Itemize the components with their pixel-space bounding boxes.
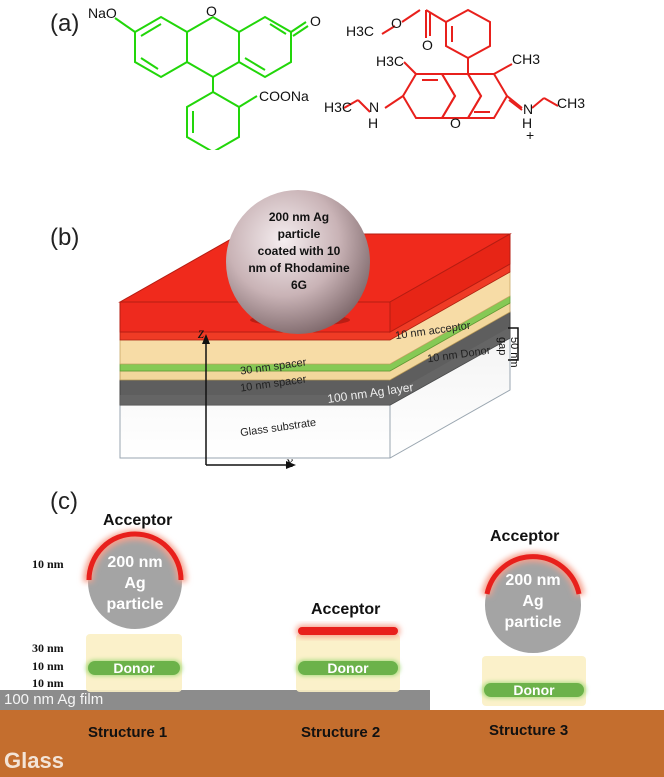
panel-c-structures [83,530,586,706]
thickness-10nm-a: 10 nm [32,659,64,673]
s3-particle-line-1: 200 nm [505,572,561,589]
rhodamine-o-ring: O [450,115,461,131]
glass-bar [0,710,664,777]
structure-1-acceptor-label: Acceptor [103,512,173,529]
structure-1-donor-label: Donor [113,660,155,676]
panel-a-label: (a) [50,10,80,37]
axis-z-label: z [198,325,205,342]
rhodamine-ch3-right: CH3 [512,51,540,67]
rhodamine-ch3-n: CH3 [557,95,585,111]
structure-1-particle-label: 200 nm Ag particle [100,552,170,615]
ag-particle-sphere [226,190,370,334]
rhodamine-h3c-left: H3C [376,53,404,69]
gap-line-1: 50 nm [508,337,520,368]
gap-line-2: gap [496,337,508,356]
structure-2-acceptor-label: Acceptor [311,601,381,618]
glass-label: Glass [4,748,64,773]
sphere-line-5: 6G [290,278,307,292]
sphere-line-3: coated with 10 [257,244,341,258]
thickness-10nm-b: 10 nm [32,676,64,690]
panel-c-label: (c) [50,488,78,515]
ag-film-bar [0,690,430,710]
s3-particle-line-2: Ag [522,593,544,610]
thickness-10nm-top: 10 nm [32,557,64,571]
rhodamine-h-right: H [522,115,532,131]
rhodamine-n-right: N [523,101,533,117]
rhodamine-o-ester2: O [422,37,433,53]
structure-3-donor-label: Donor [513,682,555,698]
sphere-line-2: particle [277,227,321,241]
rhodamine-structure [343,8,559,119]
structure-1-diagram [83,530,187,692]
rhodamine-plus: + [526,127,534,143]
panel-b-layer-stack [118,190,519,469]
panel-a-structures: NaO O O COONa [88,3,585,150]
structure-2-diagram [296,625,400,692]
sphere-line-4: nm of Rhodamine [248,261,350,275]
structure-3-diagram [481,551,586,706]
structure-3-particle-label: 200 nm Ag particle [498,570,568,633]
sphere-label: 200 nm Ag particle coated with 10 nm of … [244,209,354,294]
structure-2-label: Structure 2 [301,724,381,741]
structure-3-label: Structure 3 [489,722,569,739]
rhodamine-h-left: H [368,115,378,131]
sphere-line-1: 200 nm Ag [268,210,330,224]
rhodamine-h3c-n: H3C [324,99,352,115]
gap-label: 50 nm gap [496,337,520,368]
rhodamine-h3c-ester: H3C [346,23,374,39]
gap-bracket [508,327,519,361]
ag-film-label: 100 nm Ag film [4,691,104,708]
s1-particle-line-1: 200 nm [107,554,163,571]
s1-particle-line-2: Ag [124,575,146,592]
structure-2-donor-label: Donor [327,660,369,676]
fluorescein-o-top: O [206,3,217,19]
s3-particle-line-3: particle [504,614,562,631]
axis-x-label: x [286,454,294,471]
s1-particle-line-3: particle [106,596,164,613]
fluorescein-nao: NaO [88,5,117,21]
structure-3-acceptor-label: Acceptor [490,528,560,545]
structure-1-label: Structure 1 [88,724,168,741]
fluorescein-structure [114,15,309,150]
rhodamine-n-left: N [369,99,379,115]
rhodamine-o-ester1: O [391,15,402,31]
fluorescein-o-keto: O [310,13,321,29]
fluorescein-coona: COONa [259,88,309,104]
thickness-30nm: 30 nm [32,641,64,655]
panel-b-label: (b) [50,224,80,251]
